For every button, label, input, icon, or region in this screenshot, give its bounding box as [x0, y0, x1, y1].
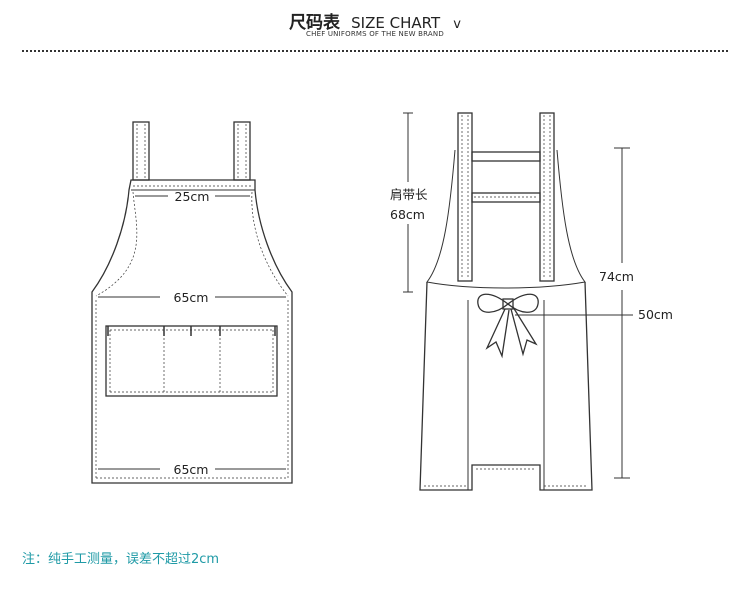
back-bib-outline: [426, 149, 586, 289]
back-right-strap: [539, 112, 555, 282]
back-apron: [403, 112, 633, 491]
front-right-strap: [233, 121, 251, 181]
front-top-width-label: 25cm: [175, 189, 210, 204]
bow-right-tail: [510, 306, 538, 357]
measurement-note: 注：纯手工测量，误差不超过2cm: [22, 552, 220, 567]
front-left-strap: [132, 121, 150, 181]
title-row: 尺码表 SIZE CHART v: [0, 8, 750, 33]
back-upper-crossbar: [471, 151, 541, 162]
title-english: SIZE CHART: [351, 14, 441, 32]
strap-length-label-line2: 68cm: [390, 207, 425, 222]
dotted-divider: [22, 50, 728, 52]
back-body-outline: [419, 281, 593, 491]
chevron-down-icon: v: [453, 17, 461, 32]
strap-length-label-line1: 肩带长: [390, 187, 428, 202]
front-pocket: [105, 325, 278, 397]
front-apron: [91, 121, 293, 484]
bow-left-loop: [477, 293, 510, 313]
title-chinese: 尺码表: [289, 13, 341, 33]
bow-left-tail: [485, 308, 510, 359]
header: 尺码表 SIZE CHART v CHEF UNIFORMS OF THE NE…: [0, 0, 750, 60]
front-mid-width-label: 65cm: [174, 290, 209, 305]
subtitle: CHEF UNIFORMS OF THE NEW BRAND: [306, 30, 444, 38]
bow-right-loop: [506, 293, 539, 313]
front-bottom-width-label: 65cm: [174, 462, 209, 477]
back-left-strap: [457, 112, 473, 282]
back-lower-crossbar: [471, 192, 541, 203]
side-width-label: 50cm: [638, 307, 673, 322]
front-body-outline: [91, 179, 293, 484]
bow-knot: [502, 298, 514, 310]
length-label: 74cm: [599, 269, 634, 284]
